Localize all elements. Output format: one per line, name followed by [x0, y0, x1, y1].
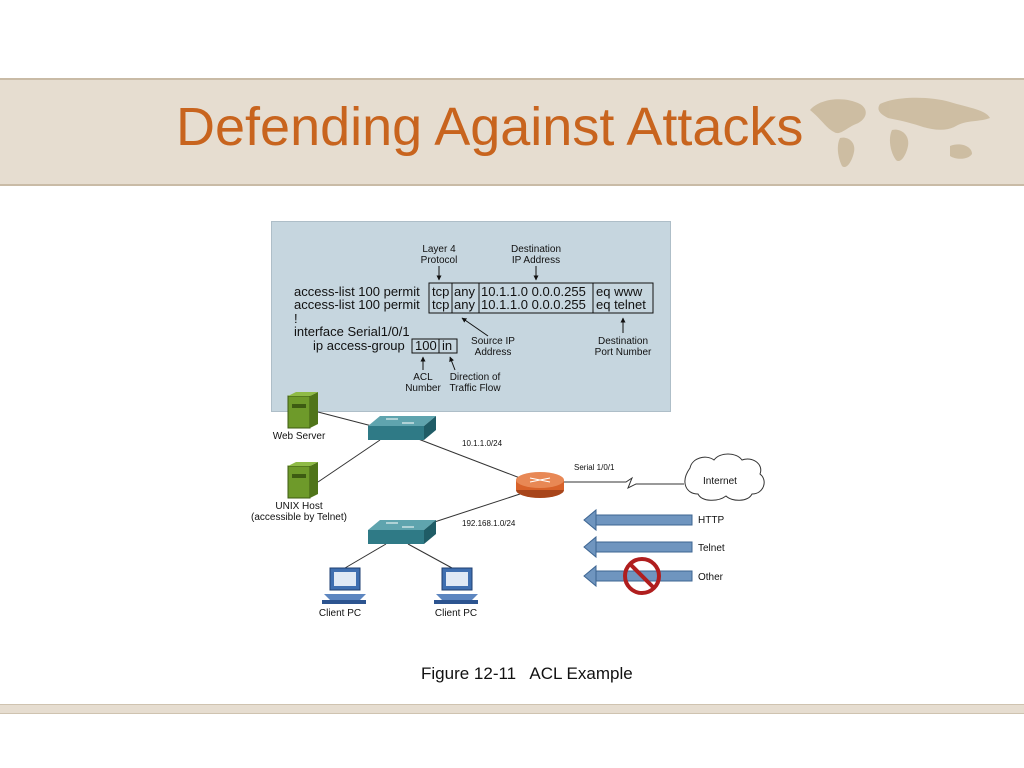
switch-bottom-icon	[368, 520, 436, 544]
acl-line-2-destination: 10.1.1.0 0.0.0.255	[481, 297, 586, 312]
label-layer4-protocol-2: Protocol	[421, 255, 458, 266]
label-direction-1: Direction of	[450, 372, 501, 383]
title-band	[0, 78, 1024, 186]
figure-number: Figure 12-11	[421, 664, 517, 683]
traffic-label-http: HTTP	[698, 515, 724, 526]
acl-config-panel	[271, 221, 671, 412]
acl-line-1-protocol: tcp	[432, 284, 449, 299]
switch-top-icon	[368, 416, 436, 440]
client-pc-2-icon	[434, 567, 478, 604]
acl-line-2-source: any	[454, 297, 475, 312]
web-server-label: Web Server	[273, 431, 326, 442]
acl-access-group-direction: in	[442, 338, 452, 353]
acl-access-group-number: 100	[415, 338, 437, 353]
traffic-arrow-telnet	[583, 535, 693, 559]
internet-cloud-icon	[684, 453, 765, 501]
acl-line-1-prefix: access-list 100 permit	[294, 284, 420, 299]
acl-line-2-prefix: access-list 100 permit	[294, 297, 420, 312]
blocked-no-sign-icon	[623, 557, 661, 595]
label-layer4-protocol-1: Layer 4	[422, 244, 456, 255]
figure-caption: Figure 12-11 ACL Example	[421, 664, 633, 684]
world-map-graphic	[810, 97, 990, 168]
acl-line-1-port: eq www	[596, 284, 643, 299]
acl-line-2-protocol: tcp	[432, 297, 449, 312]
label-destination-ip-2: IP Address	[512, 255, 560, 266]
acl-access-group-prefix: ip access-group	[313, 338, 405, 353]
unix-host-icon	[287, 462, 318, 499]
label-source-ip-2: Address	[475, 347, 512, 358]
label-destination-ip-1: Destination	[511, 244, 561, 255]
internet-label: Internet	[703, 476, 737, 487]
label-acl-number-2: Number	[405, 383, 441, 394]
web-server-icon	[287, 392, 318, 429]
unix-host-label-2: (accessible by Telnet)	[251, 512, 347, 523]
traffic-arrow-http	[583, 508, 693, 532]
acl-line-2-port: eq telnet	[596, 297, 646, 312]
subnet-bottom-label: 192.168.1.0/24	[462, 519, 516, 528]
client-pc-1-icon	[322, 567, 366, 604]
serial-label: Serial 1/0/1	[574, 463, 615, 472]
bottom-rule	[0, 704, 1024, 714]
figure-title: ACL Example	[529, 664, 633, 683]
traffic-label-other: Other	[698, 572, 724, 583]
acl-line-1-source: any	[454, 284, 475, 299]
traffic-arrow-other	[583, 564, 693, 588]
label-acl-number-1: ACL	[413, 372, 433, 383]
traffic-label-telnet: Telnet	[698, 543, 725, 554]
slide-title: Defending Against Attacks	[176, 97, 804, 157]
client-pc-1-label: Client PC	[319, 608, 361, 619]
acl-bang-line: !	[294, 311, 298, 326]
router-icon	[516, 472, 564, 498]
client-pc-2-label: Client PC	[435, 608, 477, 619]
subnet-top-label: 10.1.1.0/24	[462, 439, 503, 448]
label-destination-port-1: Destination	[598, 336, 648, 347]
acl-line-1-destination: 10.1.1.0 0.0.0.255	[481, 284, 586, 299]
label-direction-2: Traffic Flow	[449, 383, 501, 394]
label-destination-port-2: Port Number	[595, 347, 652, 358]
label-source-ip-1: Source IP	[471, 336, 515, 347]
acl-interface-line: interface Serial1/0/1	[294, 324, 410, 339]
unix-host-label-1: UNIX Host	[275, 501, 322, 512]
